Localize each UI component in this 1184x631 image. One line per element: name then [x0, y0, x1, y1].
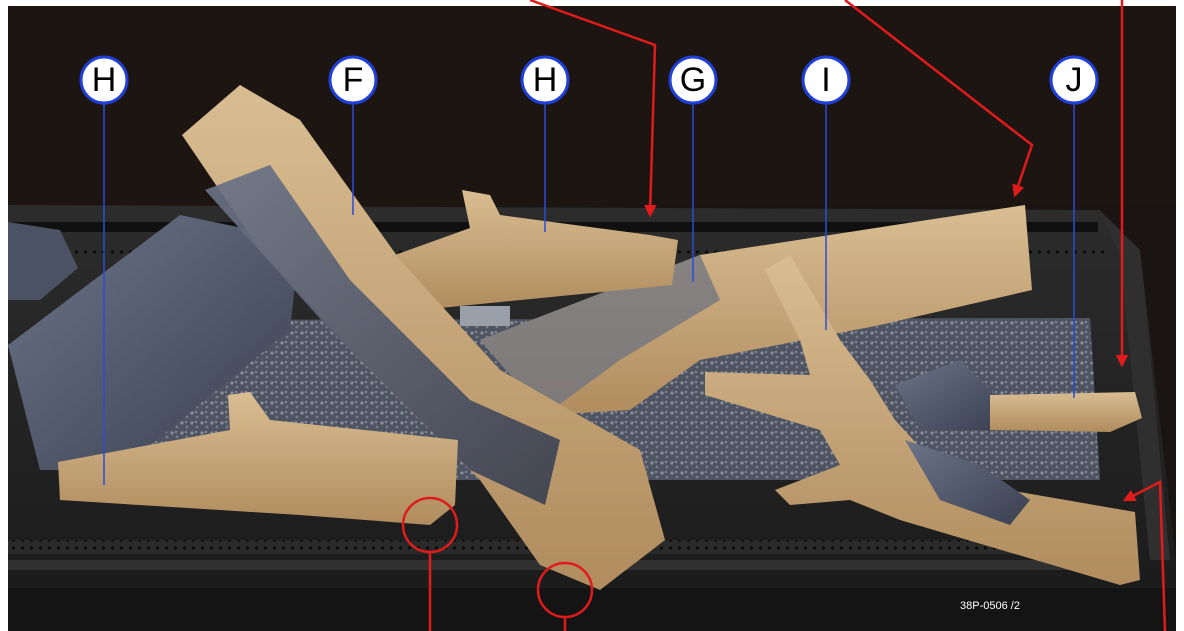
callout-h-left: H [81, 57, 127, 103]
callout-g: G [670, 57, 716, 103]
callout-label-j: J [1066, 61, 1083, 99]
log-j [990, 392, 1142, 432]
callout-label-g: G [680, 61, 706, 99]
callout-label-i: I [821, 61, 830, 99]
part-code: 38P-0506 /2 [960, 600, 1020, 612]
callout-label-h-left: H [92, 61, 117, 99]
callout-j: J [1051, 57, 1097, 103]
callout-f: F [330, 57, 376, 103]
callout-label-f: F [343, 61, 364, 99]
callout-label-h-middle: H [533, 61, 558, 99]
callout-i: I [803, 57, 849, 103]
callout-h-middle: H [522, 57, 568, 103]
